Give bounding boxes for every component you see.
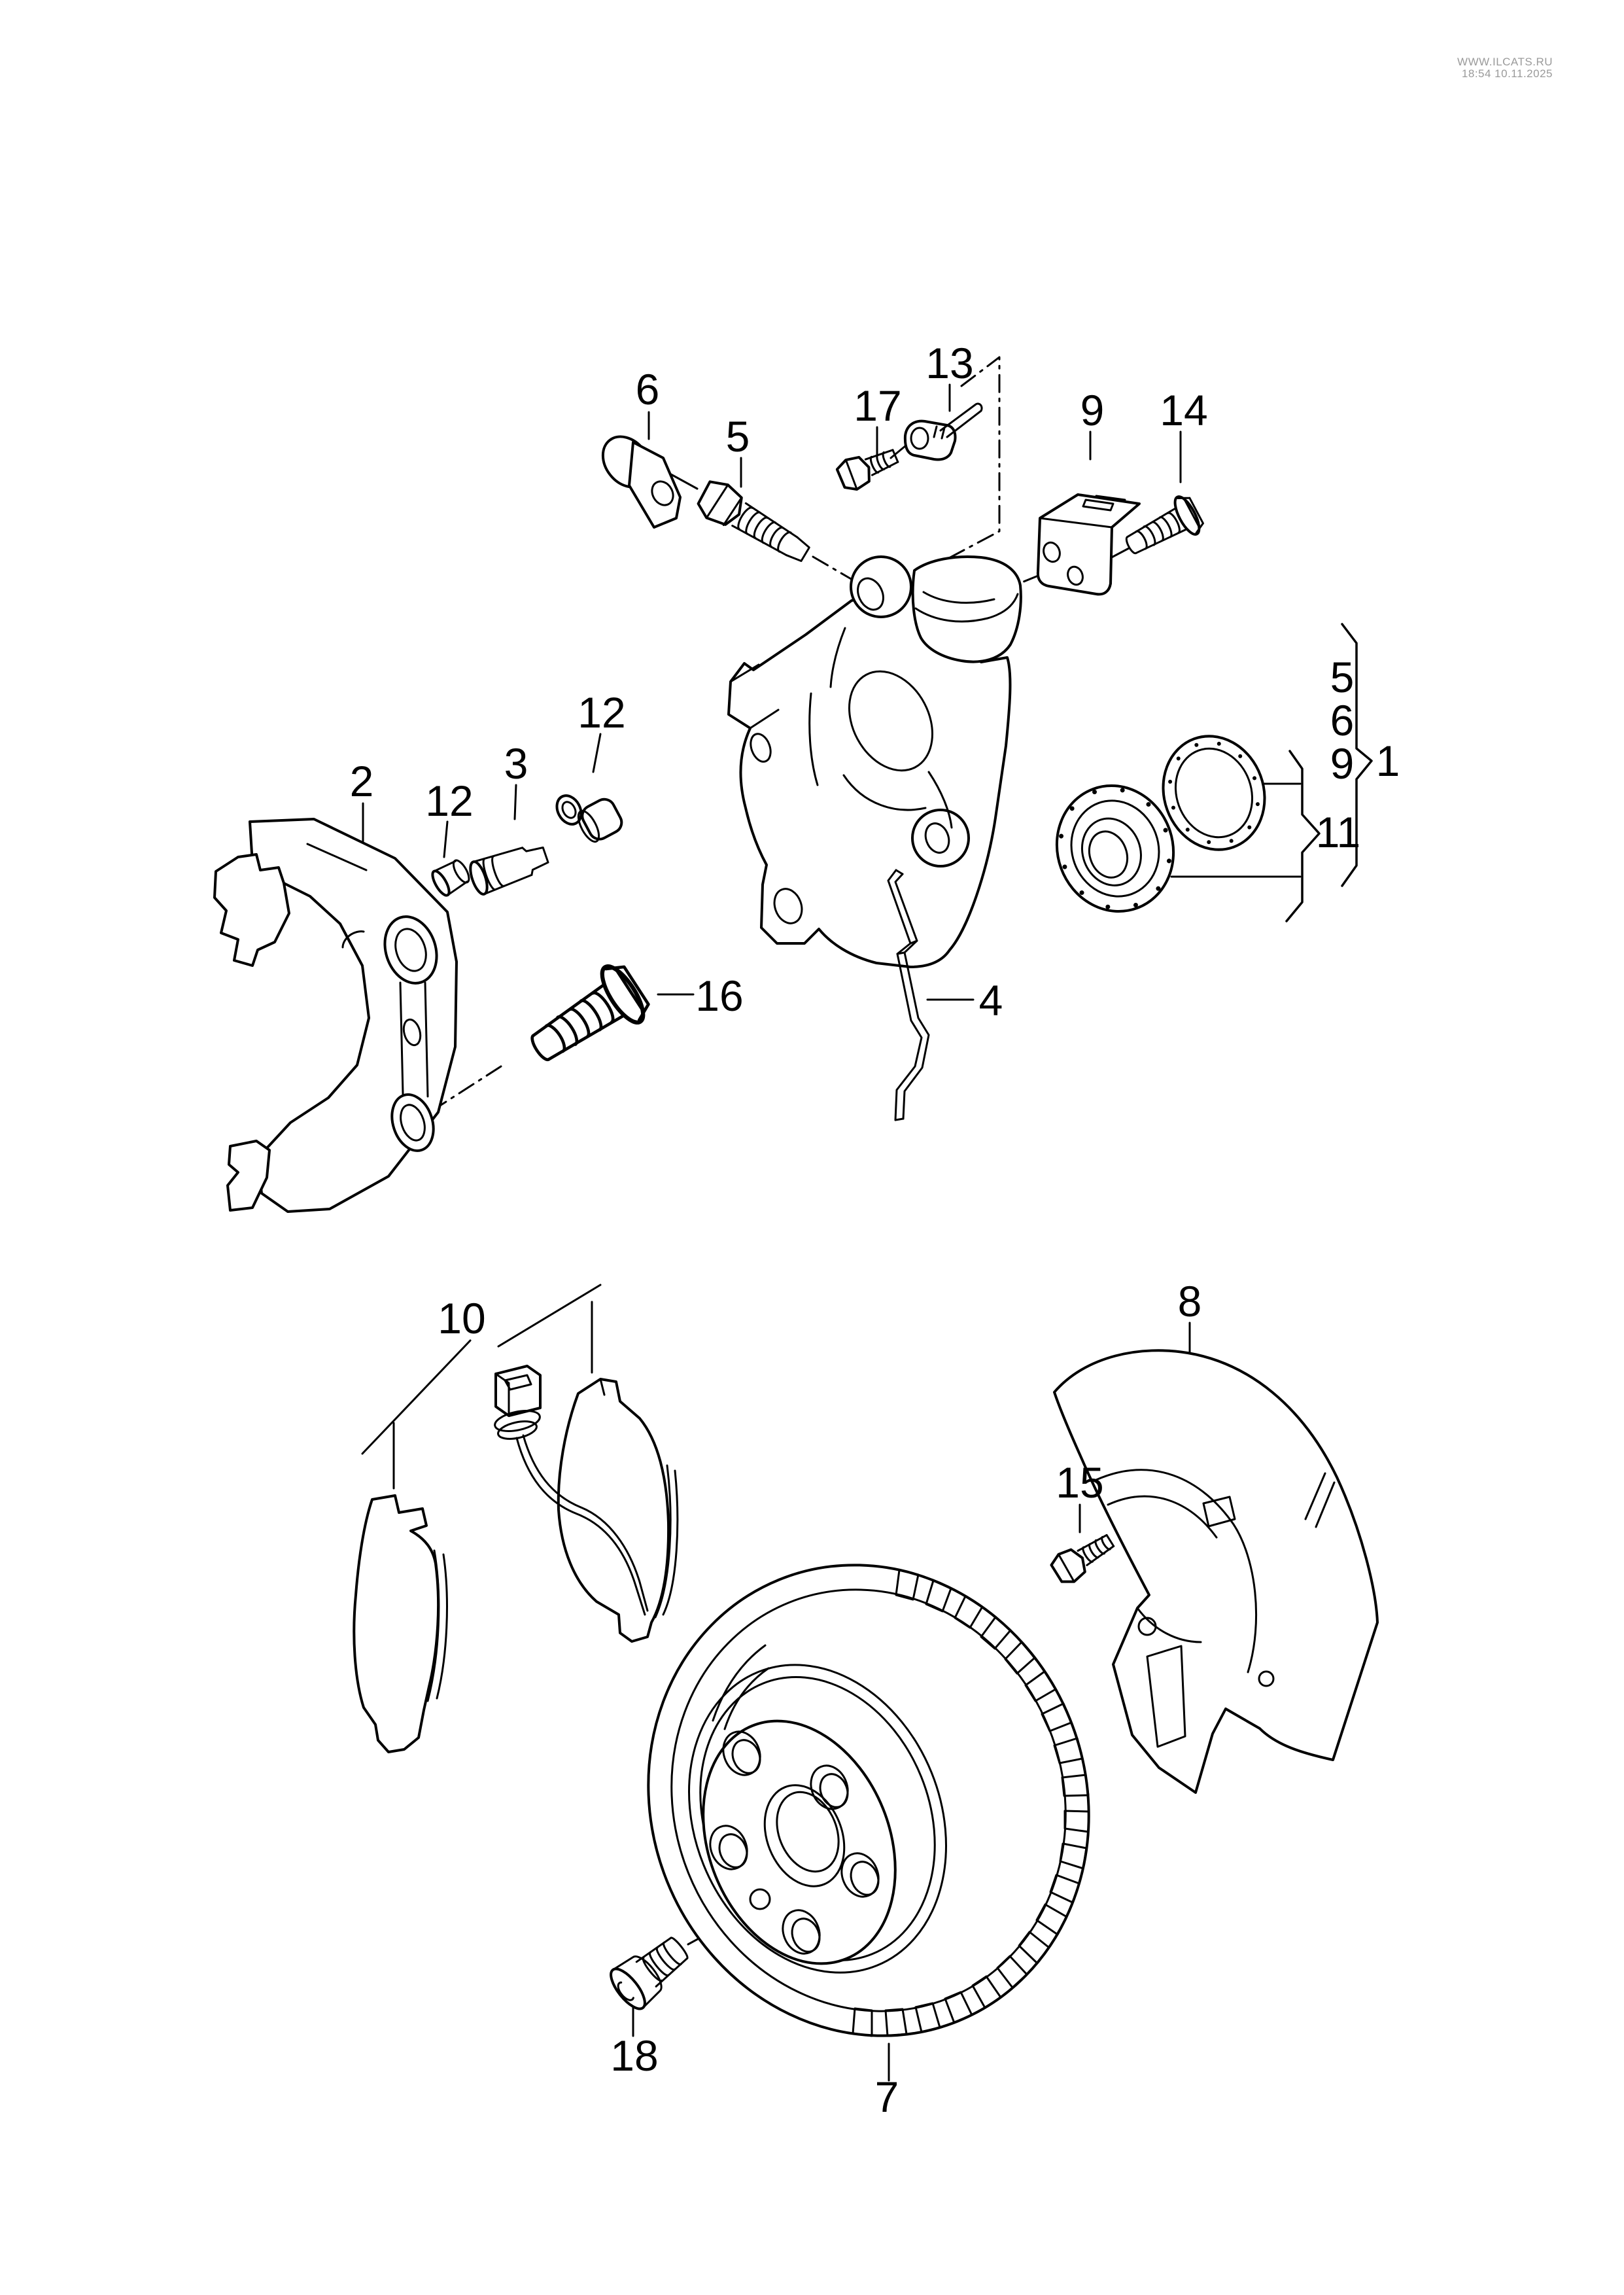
disc-set-screw-hole	[749, 1888, 771, 1910]
bolt-14	[1125, 495, 1204, 555]
group-9-label: 9	[1330, 739, 1355, 788]
spring-clip-4	[887, 869, 930, 1121]
callout-6-label: 6	[636, 365, 660, 413]
guide-pin-3	[469, 846, 549, 896]
callout-10-label: 10	[438, 1294, 485, 1342]
callout-17-label: 17	[854, 381, 901, 430]
group-6-label: 6	[1330, 696, 1355, 745]
piston-boot-11	[1055, 784, 1175, 913]
carrier-2	[213, 818, 458, 1213]
bleeder-valve-5	[697, 480, 810, 562]
bolt-16	[530, 964, 650, 1062]
bolt-18	[610, 1936, 689, 2010]
callout-4-label: 4	[979, 976, 1003, 1025]
caliper-housing	[727, 555, 1022, 968]
pin-cap-12	[555, 794, 623, 843]
callout-12b-label: 12	[578, 688, 625, 737]
callout-7-label: 7	[875, 2073, 899, 2121]
seal-dots	[1168, 741, 1260, 845]
disc-vent-slots	[852, 1569, 1090, 2037]
assembly-brackets	[1285, 623, 1373, 922]
bracket-9	[1036, 493, 1141, 596]
callout-9-label: 9	[1080, 386, 1105, 434]
group-11-label: 11	[1316, 808, 1361, 856]
bushing-12	[431, 859, 470, 897]
caliper-ear	[911, 555, 1022, 663]
callout-8-label: 8	[1178, 1277, 1202, 1325]
wear-sensor-wire	[515, 1434, 649, 1616]
seal-ring-11	[1162, 735, 1266, 851]
callout-2-label: 2	[350, 757, 374, 805]
callout-14-label: 14	[1160, 386, 1207, 434]
callout-16-label: 16	[695, 972, 743, 1020]
group-5-label: 5	[1330, 653, 1355, 701]
brake-disc-7	[647, 1564, 1090, 2037]
bolt-15	[1050, 1533, 1115, 1583]
watermark-site: WWW.ILCATS.RU	[1457, 56, 1553, 68]
callout-15-label: 15	[1056, 1458, 1103, 1507]
callout-18-label: 18	[610, 2031, 658, 2080]
group-1-label: 1	[1376, 737, 1400, 785]
bolt-17	[835, 449, 899, 491]
disc-lug-holes	[709, 1730, 880, 1955]
retainer-13	[903, 402, 983, 461]
brake-pad-outer	[353, 1494, 448, 1753]
boot-dots	[1059, 788, 1171, 909]
callout-12a-label: 12	[425, 777, 473, 825]
watermark: WWW.ILCATS.RU 18:54 10.11.2025	[1393, 56, 1553, 80]
caliper-guide-boss-bottom	[911, 809, 970, 867]
splash-shield-8	[1053, 1349, 1379, 1794]
wear-sensor-connector	[494, 1365, 542, 1440]
watermark-timestamp: 18:54 10.11.2025	[1461, 67, 1553, 80]
callout-3-label: 3	[504, 739, 528, 788]
callout-labels: 6 5 17 13 9 14 2 12 3 12 16 4 10 8 15 18…	[350, 339, 1400, 2121]
callout-5-label: 5	[726, 412, 750, 461]
cap-6	[601, 435, 682, 529]
callout-13-label: 13	[925, 339, 973, 387]
brake-pad-inner	[557, 1378, 679, 1643]
